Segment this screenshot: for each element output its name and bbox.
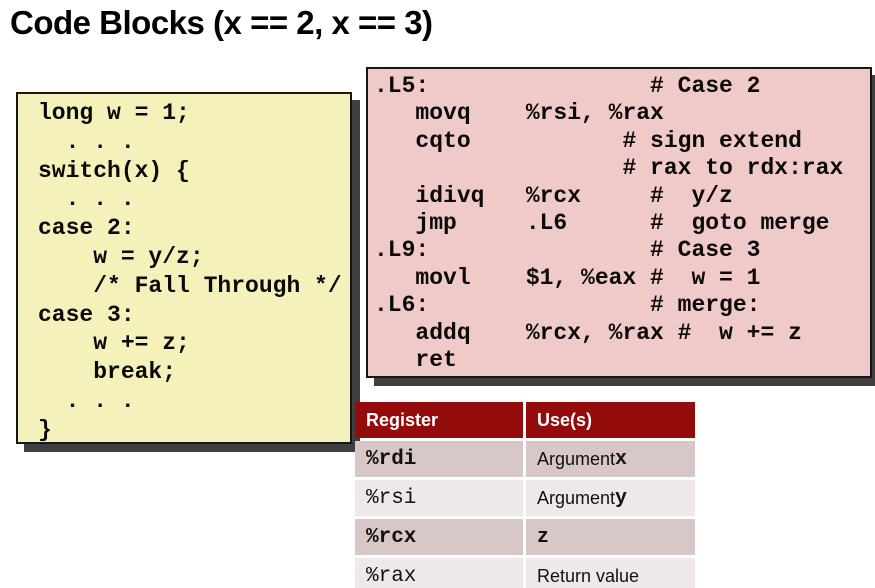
code-line: . . . — [38, 128, 135, 155]
code-line: w += z; — [38, 330, 190, 357]
code-line: .L6: # merge: — [374, 292, 761, 319]
code-line: . . . — [38, 387, 135, 414]
code-line: movl $1, %eax # w = 1 — [374, 264, 761, 291]
use-text: Argument — [537, 448, 616, 469]
code-line: movq %rsi, %rax — [374, 100, 664, 127]
code-line: long w = 1; — [38, 100, 190, 126]
register-cell: %rax — [355, 558, 523, 588]
use-variable: y — [615, 486, 628, 510]
code-line: .L9: # Case 3 — [374, 237, 761, 264]
use-text: Return value — [537, 565, 640, 586]
use-cell: Argument y — [526, 480, 695, 516]
register-cell: %rcx — [355, 519, 523, 555]
use-cell: Argument x — [526, 441, 695, 477]
code-line: idivq %rcx # y/z — [374, 182, 733, 209]
code-line: break; — [38, 359, 177, 386]
code-line: # rax to rdx:rax — [374, 155, 844, 182]
use-text: Argument — [537, 487, 616, 508]
code-line: } — [38, 416, 52, 443]
c-code-lines: long w = 1; . . .switch(x) { . . .case 2… — [38, 99, 350, 445]
code-line: addq %rcx, %rax # w += z — [374, 319, 802, 346]
code-line: .L5: # Case 2 — [374, 73, 761, 99]
c-source-code-block: long w = 1; . . .switch(x) { . . .case 2… — [16, 92, 352, 444]
code-line: case 2: — [38, 215, 135, 242]
use-variable: z — [537, 525, 550, 549]
code-line: jmp .L6 # goto merge — [374, 210, 830, 237]
table-header-register: Register — [355, 402, 523, 438]
code-line: cqto # sign extend — [374, 127, 802, 154]
assembly-code-lines: .L5: # Case 2 movq %rsi, %rax cqto # sig… — [374, 73, 870, 374]
slide-title: Code Blocks (x == 2, x == 3) — [10, 4, 433, 41]
use-cell: Return value — [526, 558, 695, 588]
code-line: ret — [374, 347, 457, 374]
assembly-code-block: .L5: # Case 2 movq %rsi, %rax cqto # sig… — [366, 67, 872, 378]
register-cell: %rdi — [355, 441, 523, 477]
use-cell: z — [526, 519, 695, 555]
code-line: /* Fall Through */ — [38, 272, 342, 299]
code-line: switch(x) { — [38, 157, 190, 184]
table-header-uses: Use(s) — [526, 402, 695, 438]
code-line: w = y/z; — [38, 243, 204, 270]
register-cell: %rsi — [355, 480, 523, 516]
code-line: case 3: — [38, 301, 135, 328]
use-variable: x — [615, 447, 628, 471]
code-line: . . . — [38, 186, 135, 213]
